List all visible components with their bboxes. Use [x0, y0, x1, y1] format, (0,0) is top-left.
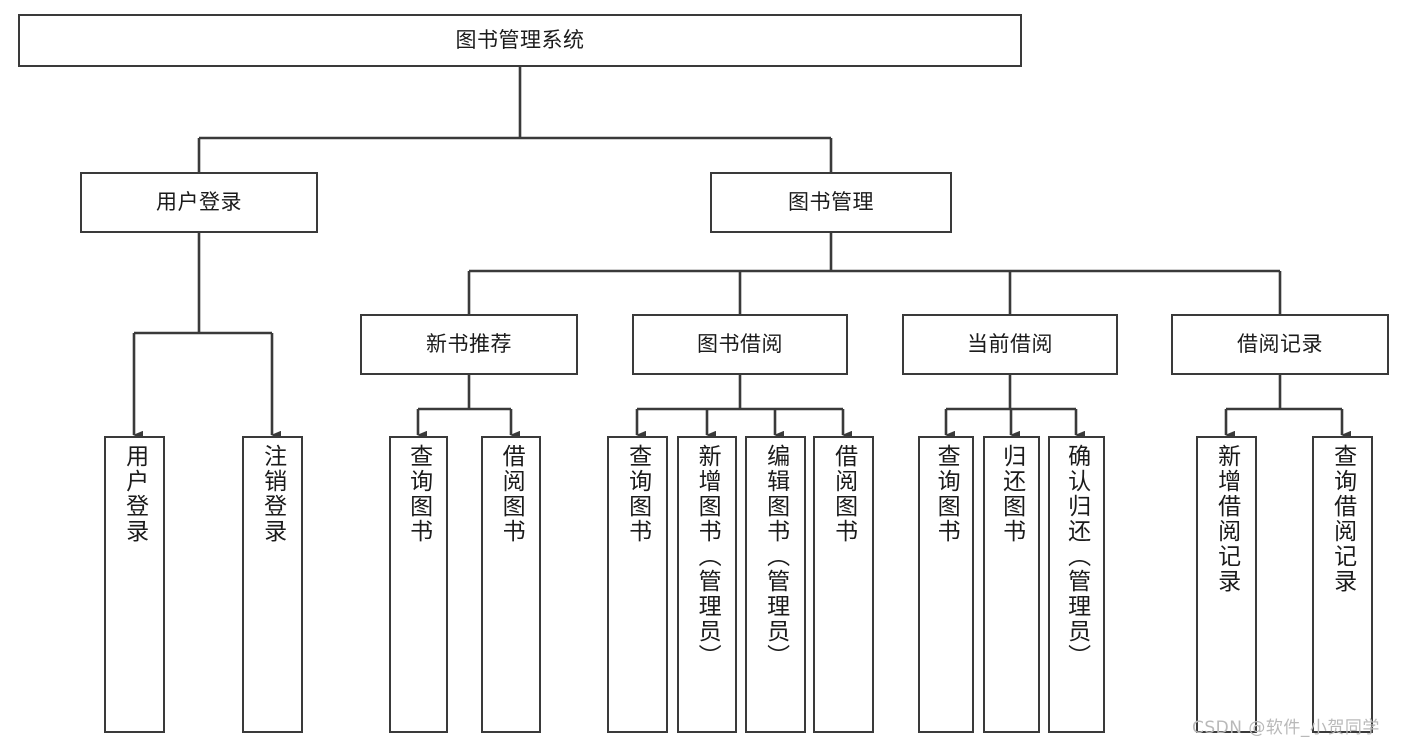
node-leaf1[interactable]: 用户登录: [104, 436, 165, 733]
node-label: 借阅图书: [498, 444, 525, 544]
node-records[interactable]: 借阅记录: [1171, 314, 1389, 375]
node-label: 注销登录: [259, 444, 286, 544]
node-label: 新增图书（管理员）: [694, 444, 721, 669]
node-label: 图书借阅: [697, 331, 783, 356]
node-leaf8[interactable]: 借阅图书: [813, 436, 874, 733]
node-label: 用户登录: [156, 189, 242, 214]
csdn-watermark: CSDN @软件_小贺同学: [1192, 718, 1380, 738]
node-label: 当前借阅: [967, 331, 1053, 356]
node-leaf12[interactable]: 新增借阅记录: [1196, 436, 1257, 733]
node-login[interactable]: 用户登录: [80, 172, 318, 233]
node-label: 图书管理系统: [455, 27, 585, 52]
node-label: 查询图书: [405, 444, 432, 544]
node-label: 确认归还（管理员）: [1063, 444, 1090, 669]
node-label: 用户登录: [121, 444, 148, 544]
node-label: 新书推荐: [426, 331, 512, 356]
node-newbook[interactable]: 新书推荐: [360, 314, 578, 375]
node-label: 新增借阅记录: [1213, 444, 1240, 594]
node-leaf13[interactable]: 查询借阅记录: [1312, 436, 1373, 733]
node-label: 查询图书: [624, 444, 651, 544]
node-leaf5[interactable]: 查询图书: [607, 436, 668, 733]
node-borrow[interactable]: 图书借阅: [632, 314, 848, 375]
node-leaf9[interactable]: 查询图书: [918, 436, 974, 733]
node-bookmgmt[interactable]: 图书管理: [710, 172, 952, 233]
node-leaf6[interactable]: 新增图书（管理员）: [677, 436, 737, 733]
node-label: 借阅记录: [1237, 331, 1323, 356]
node-leaf3[interactable]: 查询图书: [389, 436, 448, 733]
edge-paths: [132, 67, 1351, 440]
node-leaf11[interactable]: 确认归还（管理员）: [1048, 436, 1105, 733]
node-leaf4[interactable]: 借阅图书: [481, 436, 541, 733]
node-current[interactable]: 当前借阅: [902, 314, 1118, 375]
node-label: 编辑图书（管理员）: [762, 444, 789, 669]
node-leaf10[interactable]: 归还图书: [983, 436, 1040, 733]
node-leaf7[interactable]: 编辑图书（管理员）: [745, 436, 806, 733]
node-label: 归还图书: [998, 444, 1025, 544]
node-root[interactable]: 图书管理系统: [18, 14, 1022, 67]
node-label: 查询图书: [933, 444, 960, 544]
node-label: 借阅图书: [830, 444, 857, 544]
node-label: 图书管理: [788, 189, 874, 214]
node-leaf2[interactable]: 注销登录: [242, 436, 303, 733]
node-label: 查询借阅记录: [1329, 444, 1356, 594]
